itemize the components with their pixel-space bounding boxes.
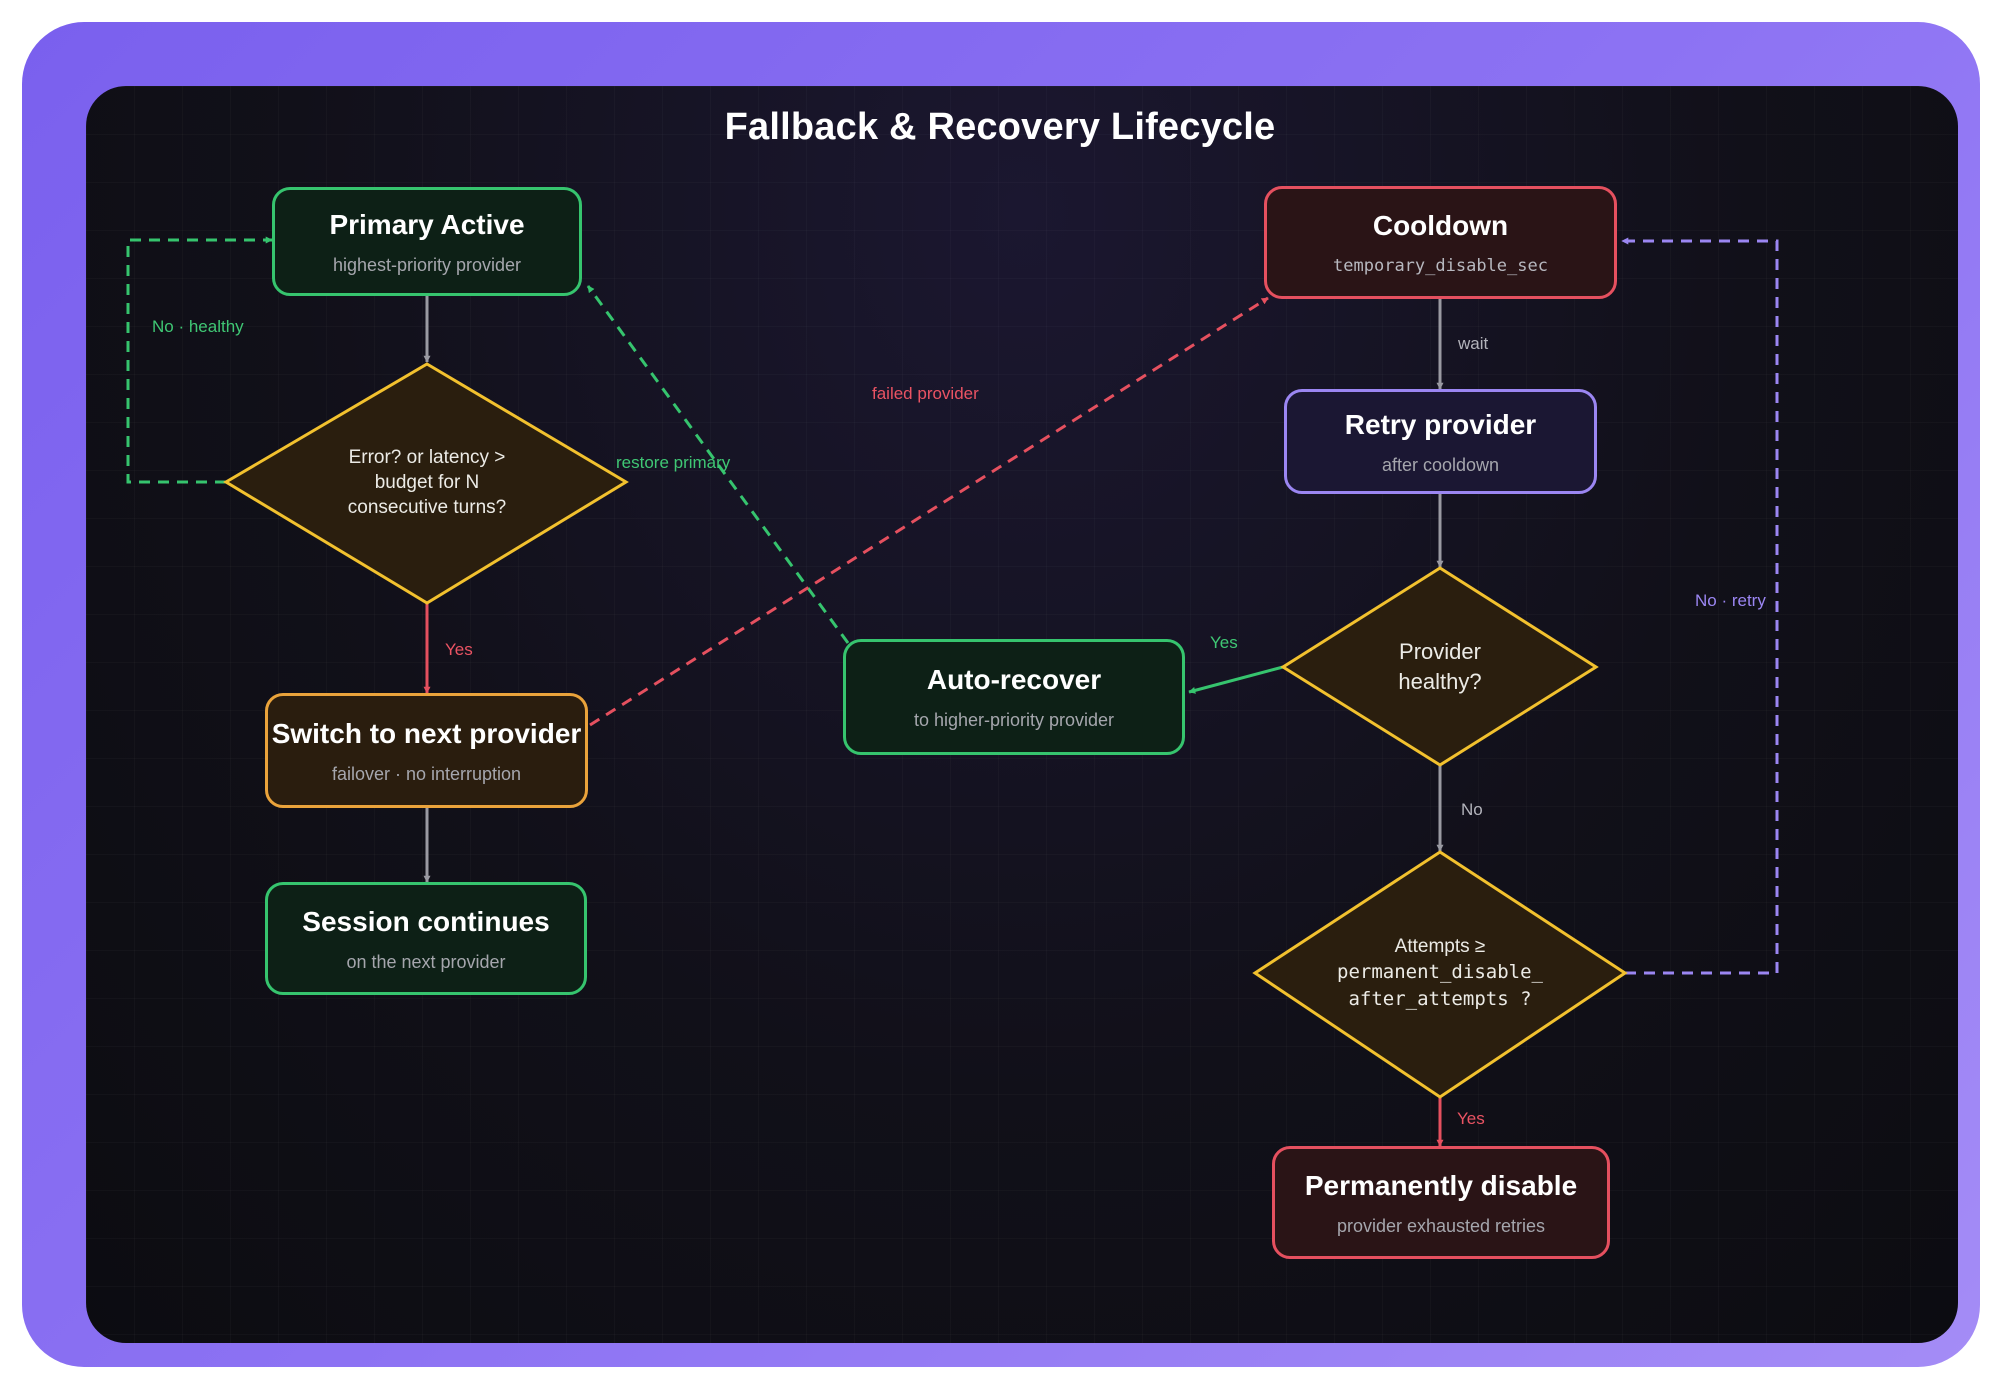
edge-attempts-no-retry-to-cooldown: [1621, 237, 1779, 975]
node-subtitle: after cooldown: [1381, 454, 1500, 475]
decision-attempts-shape: [1252, 850, 1628, 1099]
node-subtitle: on the next provider: [346, 951, 506, 972]
node-auto-recover: Auto-recover to higher-priority provider: [843, 639, 1185, 755]
edge-healthy-yes-to-recover: [1188, 665, 1284, 694]
decision-provider-healthy: Provider healthy?: [1330, 632, 1550, 702]
decision-error-check-shape: [223, 362, 629, 605]
edge-label-wait: wait: [1458, 334, 1489, 353]
edge-label-no-attempts: No: [1461, 800, 1483, 819]
decision-code-line: permanent_disable_: [1337, 960, 1543, 983]
node-subtitle: provider exhausted retries: [1336, 1215, 1546, 1236]
decision-line: Provider: [1399, 639, 1481, 664]
node-title: Session continues: [302, 905, 550, 937]
node-session-continues: Session continues on the next provider: [265, 882, 587, 995]
decision-line: consecutive turns?: [347, 496, 507, 518]
edge-label-failed-provider: failed provider: [872, 384, 979, 403]
node-subtitle: temporary_disable_sec: [1333, 255, 1548, 276]
edge-recover-restore-primary: [586, 285, 850, 644]
node-title: Switch to next provider: [271, 717, 582, 749]
node-subtitle: to higher-priority provider: [913, 710, 1115, 730]
decision-code-line: after_attempts ?: [1348, 987, 1532, 1010]
decision-line: Attempts ≥: [1394, 935, 1486, 957]
decision-line: healthy?: [1398, 669, 1482, 694]
node-title: Retry provider: [1344, 408, 1537, 440]
node-switch-next-provider: Switch to next provider failover · no in…: [265, 693, 588, 808]
edge-label-yes-recover: Yes: [1210, 633, 1238, 652]
decision-line: budget for N: [374, 471, 480, 493]
edge-label-yes-disable: Yes: [1457, 1109, 1485, 1128]
diagram-title: Fallback & Recovery Lifecycle: [724, 106, 1276, 148]
node-subtitle: failover · no interruption: [331, 763, 522, 784]
node-title: Auto-recover: [926, 664, 1102, 695]
edge-switch-failed-to-cooldown: [589, 296, 1269, 727]
decision-error-check: Error? or latency > budget for N consecu…: [277, 432, 577, 532]
node-permanently-disable: Permanently disable provider exhausted r…: [1272, 1146, 1610, 1259]
node-title: Cooldown: [1372, 209, 1509, 241]
node-title: Primary Active: [329, 208, 525, 240]
decision-provider-healthy-shape: [1280, 566, 1599, 767]
edge-label-yes-switch: Yes: [445, 640, 473, 659]
edge-label-no-healthy: No · healthy: [152, 317, 244, 336]
node-cooldown: Cooldown temporary_disable_sec: [1264, 186, 1617, 299]
edge-label-no-retry: No · retry: [1695, 591, 1766, 610]
node-retry-provider: Retry provider after cooldown: [1284, 389, 1597, 494]
edge-error-no-to-primary: [126, 236, 273, 484]
node-title: Permanently disable: [1304, 1169, 1578, 1201]
decision-attempts: Attempts ≥ permanent_disable_ after_atte…: [1290, 928, 1590, 1018]
node-subtitle: highest-priority provider: [332, 254, 522, 275]
node-primary-active: Primary Active highest-priority provider: [272, 187, 582, 296]
decision-line: Error? or latency >: [348, 446, 506, 468]
edge-label-restore-primary: restore primary: [616, 453, 731, 472]
